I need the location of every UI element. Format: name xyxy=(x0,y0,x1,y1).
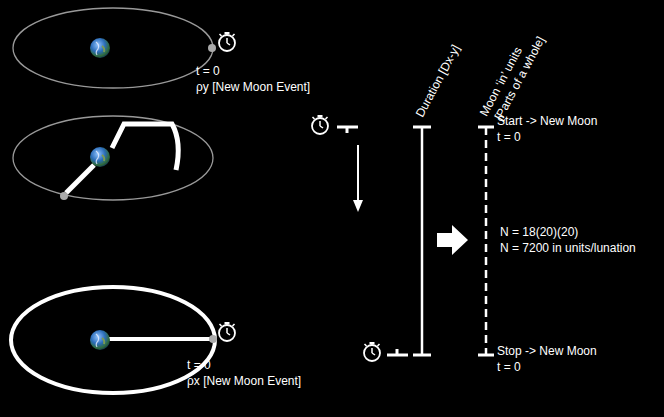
annotation-label: Stop -> New Moon xyxy=(497,344,597,359)
annotation-label: t = 0 xyxy=(497,360,521,375)
annotation-label: N = 7200 in units/lunation xyxy=(500,241,636,256)
annotation-label: t = 0 xyxy=(497,130,521,145)
annotation-label: ρy [New Moon Event] xyxy=(196,80,310,95)
annotation-label: t = 0 xyxy=(196,64,220,79)
annotation-label: N = 18(20)(20) xyxy=(500,225,578,240)
annotation-label: ρx [New Moon Event] xyxy=(187,374,301,389)
annotation-label: Start -> New Moon xyxy=(497,114,597,129)
axis-label: Duration [Dx-y] xyxy=(413,42,464,120)
annotation-label: t = 0 xyxy=(187,358,211,373)
